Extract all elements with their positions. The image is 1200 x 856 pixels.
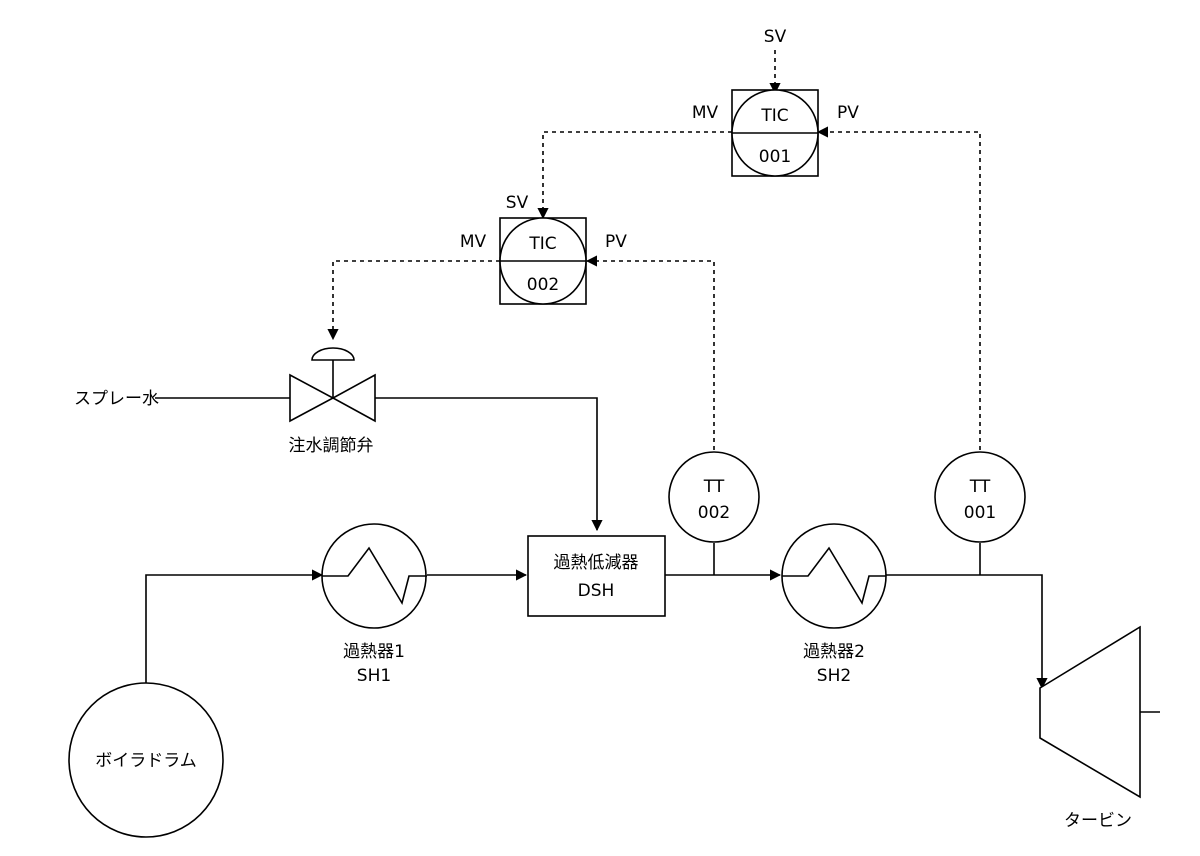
tic001-mv-label: MV bbox=[692, 103, 719, 123]
heat-exchanger-icon bbox=[322, 546, 427, 606]
tic001-pv-label: PV bbox=[837, 103, 859, 123]
tt002-func-label: TT bbox=[703, 477, 725, 497]
sh2-tag-label: SH2 bbox=[817, 666, 851, 686]
sh2-to-turbine-pipe bbox=[885, 574, 1048, 690]
spray-water-label: スプレー水 bbox=[74, 389, 159, 409]
desuperheater: 過熱低減器 DSH bbox=[527, 535, 666, 617]
tic002-sv-label: SV bbox=[506, 193, 529, 213]
tic001-controller: TIC 001 bbox=[731, 89, 819, 177]
tic002-num-label: 002 bbox=[527, 275, 559, 295]
tt001-num-label: 001 bbox=[964, 503, 996, 523]
spray-control-valve bbox=[289, 347, 376, 423]
valve-actuator-icon bbox=[311, 347, 355, 361]
superheater-2 bbox=[781, 523, 887, 629]
dsh-name-label: 過熱低減器 bbox=[554, 553, 639, 573]
tt001-to-tic001-pv-line bbox=[816, 126, 981, 450]
tt002-num-label: 002 bbox=[698, 503, 730, 523]
tt002-transmitter: TT 002 bbox=[668, 451, 760, 543]
tic002-func-label: TIC bbox=[528, 234, 556, 254]
tic001-mv-to-tic002-sv-line bbox=[537, 131, 732, 220]
tic002-mv-label: MV bbox=[460, 232, 487, 252]
tt001-transmitter: TT 001 bbox=[934, 451, 1026, 543]
tic002-pv-label: PV bbox=[605, 232, 627, 252]
sh1-tag-label: SH1 bbox=[357, 666, 391, 686]
boiler-drum: ボイラドラム bbox=[68, 682, 224, 838]
turbine bbox=[1039, 625, 1141, 799]
valve-label: 注水調節弁 bbox=[289, 436, 374, 456]
turbine-icon bbox=[1039, 625, 1141, 799]
drum-to-sh1-pipe bbox=[145, 569, 324, 683]
tic001-sv-label: SV bbox=[764, 27, 787, 47]
superheater-1 bbox=[321, 523, 427, 629]
sh2-name-label: 過熱器2 bbox=[803, 642, 865, 662]
sh1-name-label: 過熱器1 bbox=[343, 642, 405, 662]
boiler-drum-label: ボイラドラム bbox=[95, 751, 197, 771]
heat-exchanger-icon bbox=[782, 546, 886, 606]
tic001-func-label: TIC bbox=[760, 106, 788, 126]
spray-to-dsh-pipe bbox=[375, 397, 603, 532]
tic002-controller: TIC 002 bbox=[499, 217, 587, 305]
tic002-mv-to-valve-line bbox=[327, 260, 500, 341]
tt001-func-label: TT bbox=[969, 477, 991, 497]
turbine-label: タービン bbox=[1064, 811, 1132, 831]
dsh-tag-label: DSH bbox=[578, 581, 615, 601]
tic001-num-label: 001 bbox=[759, 147, 791, 167]
tt002-to-tic002-pv-line bbox=[585, 255, 715, 450]
